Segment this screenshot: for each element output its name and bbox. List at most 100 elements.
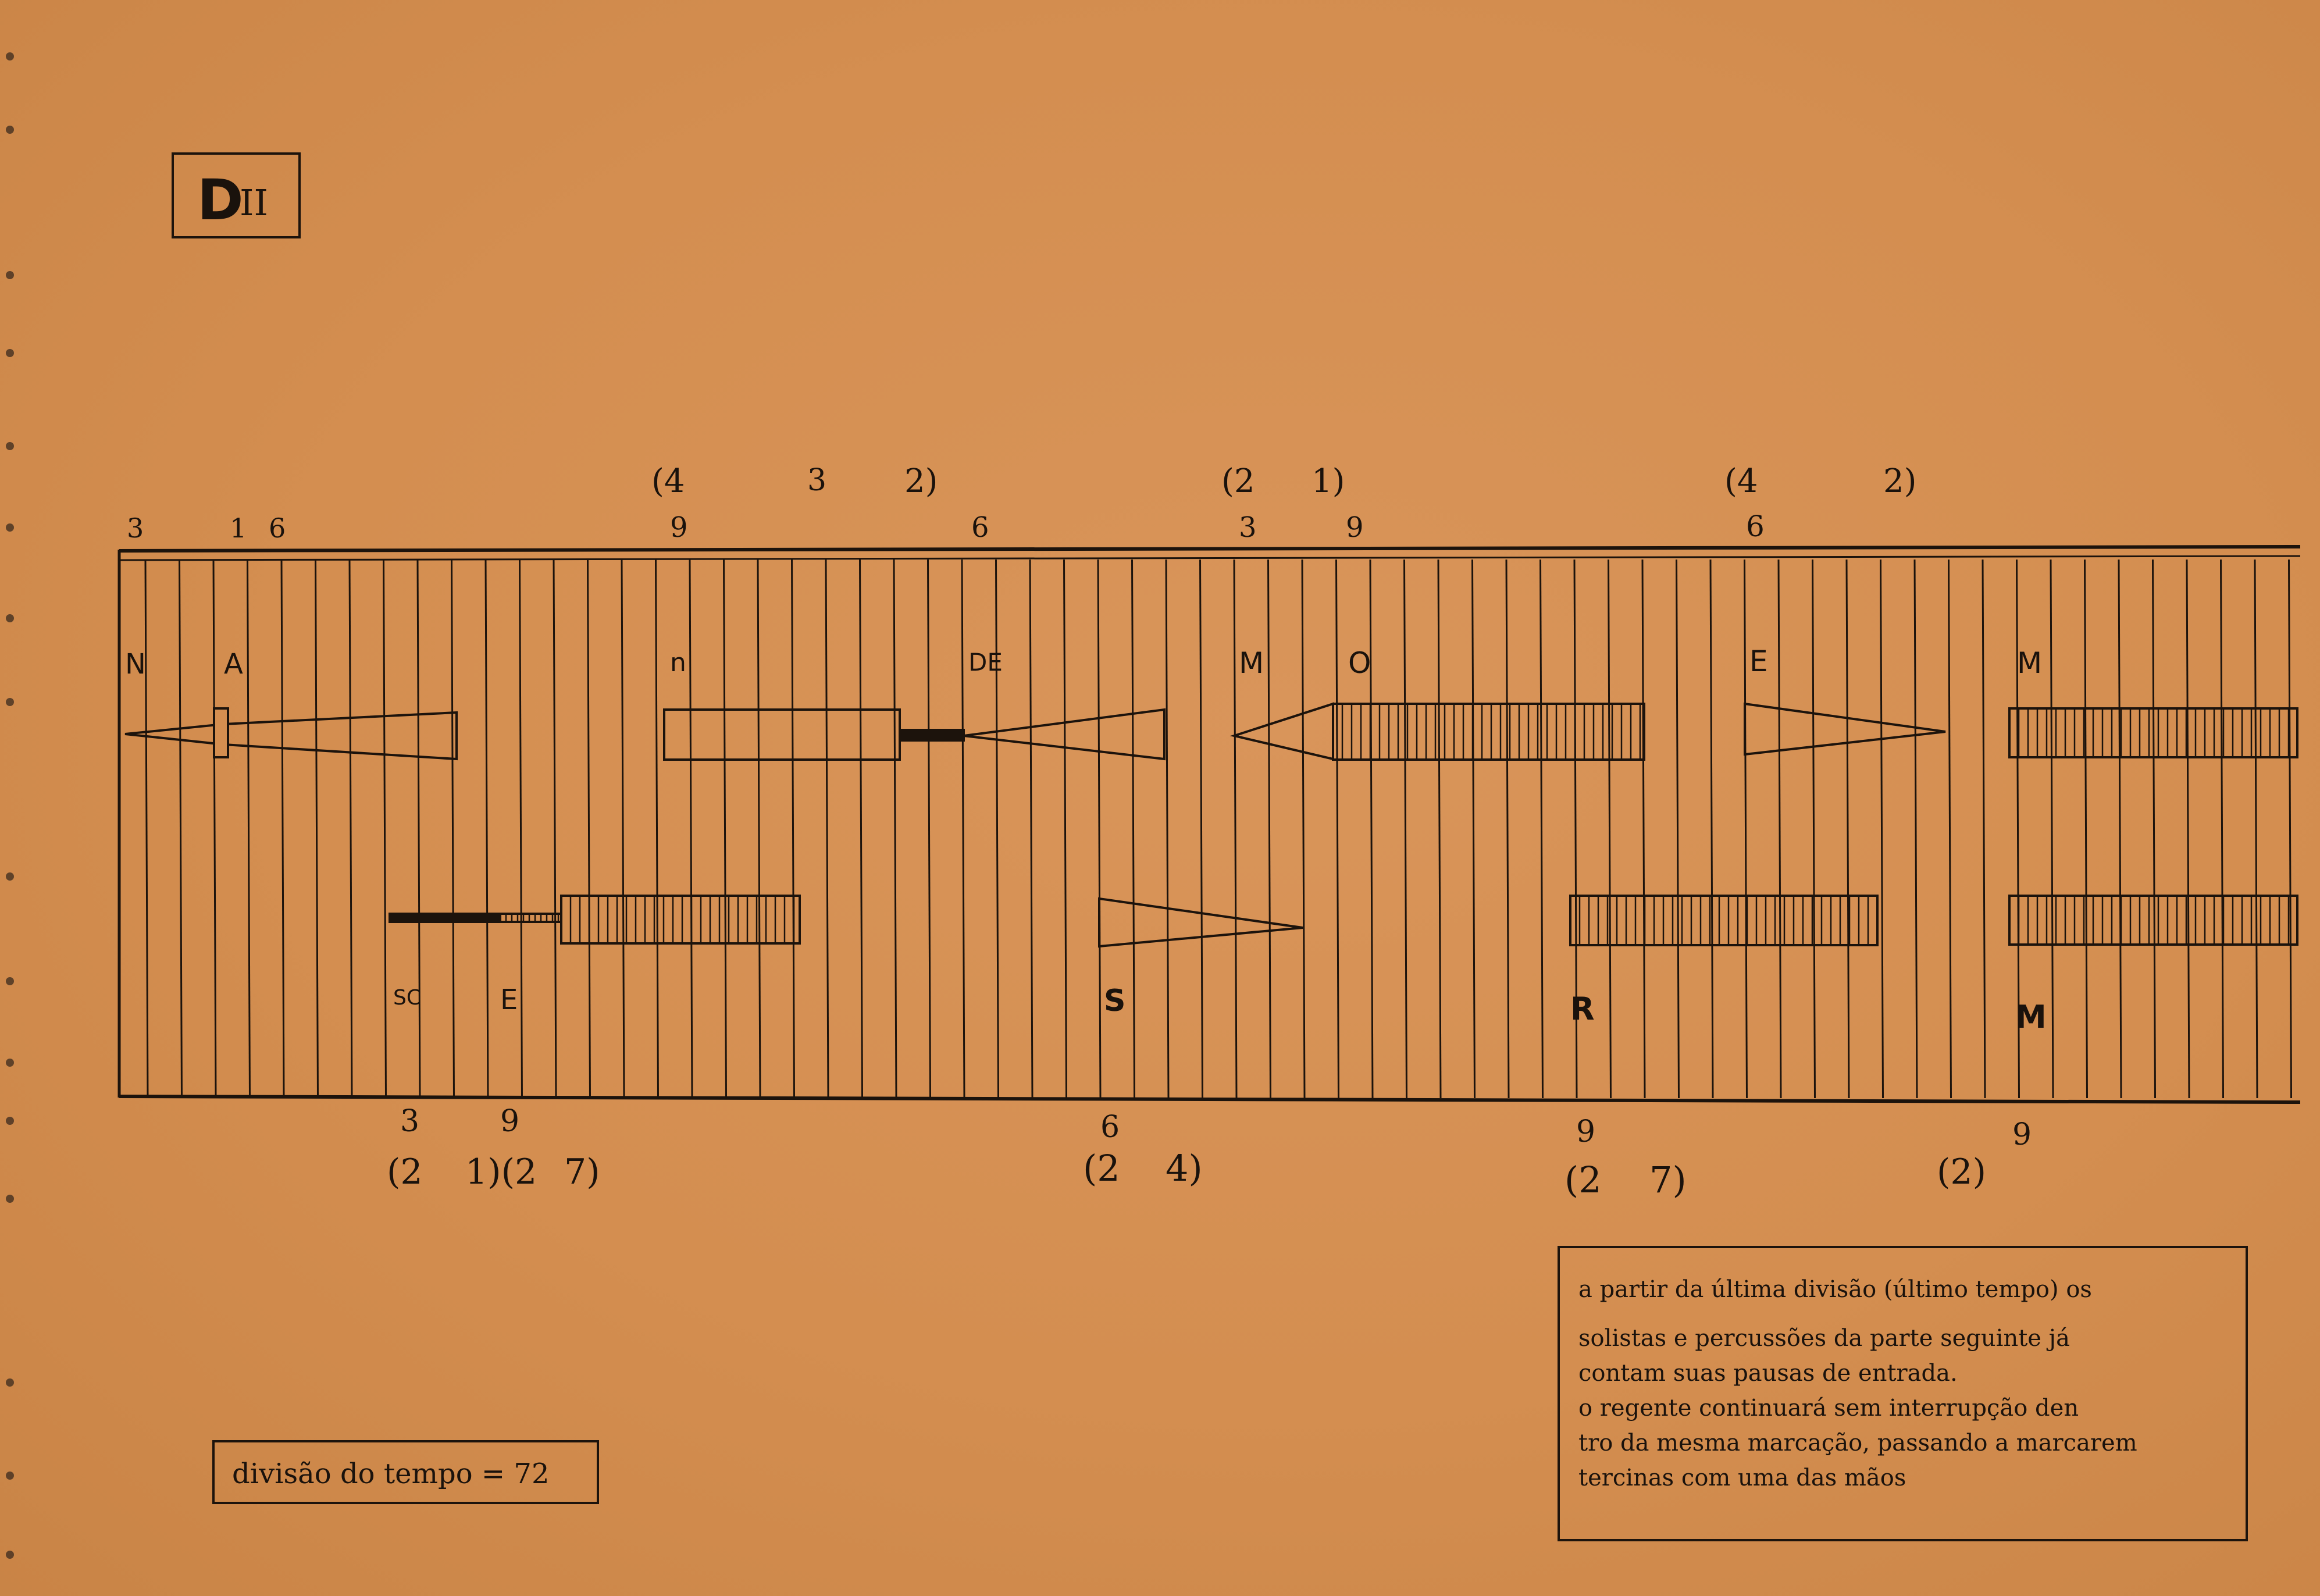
score-bottom-line bbox=[119, 1095, 2301, 1104]
time-division-line bbox=[144, 559, 149, 1099]
punch-hole bbox=[6, 523, 14, 532]
punch-hole bbox=[6, 1117, 14, 1125]
time-division-line bbox=[757, 559, 761, 1099]
time-division-line bbox=[1369, 559, 1374, 1099]
note-line: o regente continuará sem interrupção den bbox=[1578, 1395, 2079, 1422]
time-division-line bbox=[1165, 559, 1170, 1099]
punch-hole bbox=[6, 271, 14, 279]
time-division-line bbox=[587, 559, 591, 1099]
syllable-letter: DE bbox=[968, 648, 1003, 676]
cone-wedge bbox=[124, 711, 458, 761]
time-division-line bbox=[621, 559, 625, 1099]
time-division-line bbox=[689, 559, 693, 1099]
time-division-line bbox=[1539, 559, 1544, 1099]
time-division-line bbox=[961, 559, 965, 1099]
top-count: 1 bbox=[230, 512, 247, 544]
score-top-line-inner bbox=[119, 555, 2301, 561]
time-division-line bbox=[1471, 559, 1476, 1099]
time-division-line bbox=[995, 559, 999, 1099]
time-division-line bbox=[1199, 559, 1203, 1099]
top-fraction-open: (4 bbox=[651, 462, 685, 500]
syllable-letter: E bbox=[500, 984, 518, 1016]
bottom-fraction-open: (2 bbox=[1565, 1159, 1602, 1201]
time-division-line bbox=[484, 559, 489, 1099]
punch-hole bbox=[6, 1378, 14, 1387]
bottom-count: 9 bbox=[2012, 1117, 2032, 1152]
time-division-line bbox=[519, 559, 523, 1099]
punch-hole bbox=[6, 872, 14, 881]
punch-hole bbox=[6, 698, 14, 706]
time-division-line bbox=[1845, 559, 1850, 1099]
note-line: tro da mesma marcação, passando a marcar… bbox=[1578, 1430, 2137, 1456]
hatched-bar bbox=[2008, 895, 2298, 946]
bottom-fraction-close: 7) bbox=[1649, 1159, 1687, 1201]
bottom-count: 9 bbox=[500, 1104, 520, 1139]
top-count: 6 bbox=[1746, 510, 1765, 543]
bracket-mark bbox=[213, 707, 229, 758]
time-division-line bbox=[1573, 559, 1578, 1099]
top-count: 9 bbox=[670, 511, 688, 544]
time-division-line bbox=[451, 559, 455, 1099]
punch-hole bbox=[6, 52, 14, 60]
cone-wedge bbox=[1098, 897, 1303, 948]
punch-hole bbox=[6, 1059, 14, 1067]
syllable-letter: O bbox=[1348, 646, 1371, 680]
note-line: solistas e percussões da parte seguinte … bbox=[1578, 1325, 2070, 1352]
time-division-line bbox=[1641, 559, 1646, 1099]
bottom-count: 3 bbox=[400, 1104, 420, 1139]
punch-hole bbox=[6, 349, 14, 357]
time-division-line bbox=[1437, 559, 1442, 1099]
cone-wedge bbox=[963, 708, 1166, 761]
punch-hole bbox=[6, 442, 14, 450]
syllable-letter: n bbox=[670, 648, 686, 678]
time-division-line bbox=[315, 559, 319, 1099]
time-division-line bbox=[212, 559, 217, 1099]
time-division-line bbox=[280, 559, 285, 1099]
syllable-letter: M bbox=[2017, 646, 2043, 680]
time-division-line bbox=[2254, 559, 2258, 1099]
time-division-line bbox=[1982, 559, 1986, 1099]
time-division-line bbox=[1301, 559, 1306, 1099]
score-top-line bbox=[119, 545, 2301, 553]
time-division-line bbox=[1880, 559, 1884, 1099]
time-division-line bbox=[1063, 559, 1067, 1099]
hatched-bar bbox=[2008, 707, 2298, 758]
sustain-bar bbox=[663, 708, 901, 761]
bottom-fraction: (2) bbox=[1937, 1152, 1986, 1192]
time-division-line bbox=[1608, 559, 1612, 1099]
syllable-letter: M bbox=[1239, 646, 1264, 680]
hatched-bar bbox=[560, 895, 801, 945]
time-division-line bbox=[2152, 559, 2156, 1099]
top-fraction-close: 2) bbox=[904, 462, 938, 500]
note-line: tercinas com uma das mãos bbox=[1578, 1465, 1906, 1491]
punch-hole bbox=[6, 126, 14, 134]
top-fraction-open: (2 bbox=[1221, 462, 1255, 500]
punch-hole bbox=[6, 1195, 14, 1203]
top-fraction-open: (4 bbox=[1724, 462, 1758, 500]
section-title-box: D II bbox=[172, 152, 301, 238]
time-division-line bbox=[348, 559, 353, 1099]
time-division-line bbox=[2186, 559, 2190, 1099]
syllable-letter: S bbox=[1104, 984, 1126, 1018]
time-division-line bbox=[2050, 559, 2054, 1099]
hatched-bar bbox=[1332, 703, 1645, 761]
time-division-line bbox=[247, 559, 251, 1099]
time-division-line bbox=[416, 559, 421, 1099]
bottom-fraction-close: 4) bbox=[1166, 1147, 1203, 1189]
top-count: 6 bbox=[269, 512, 286, 544]
section-numeral: II bbox=[240, 181, 268, 224]
top-fraction-close: 2) bbox=[1883, 462, 1917, 500]
top-count: 3 bbox=[127, 512, 144, 544]
time-division-line bbox=[1131, 559, 1135, 1099]
syllable-letter: N bbox=[125, 648, 146, 681]
punch-hole bbox=[6, 977, 14, 985]
time-division-line bbox=[655, 559, 659, 1099]
time-division-line bbox=[1709, 559, 1714, 1099]
time-division-line bbox=[1335, 559, 1339, 1099]
time-division-line bbox=[553, 559, 557, 1099]
note-line: contam suas pausas de entrada. bbox=[1578, 1360, 1958, 1387]
cone-wedge bbox=[1230, 702, 1334, 761]
top-fraction-close: 1) bbox=[1312, 462, 1345, 500]
syllable-letter: A bbox=[224, 648, 243, 681]
tempo-text: divisão do tempo = 72 bbox=[232, 1458, 550, 1490]
